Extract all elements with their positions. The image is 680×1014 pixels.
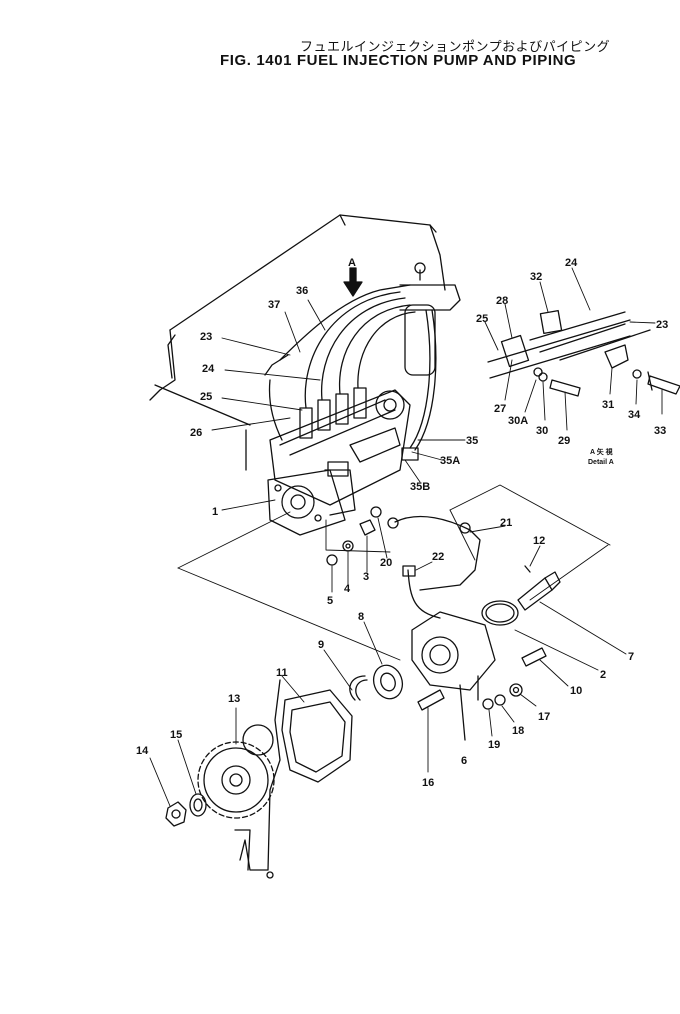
view-arrow-a	[343, 267, 363, 297]
callout-7: 7	[628, 651, 634, 663]
callout-2: 2	[600, 669, 606, 681]
pump-drive-housing	[267, 461, 356, 536]
detail-caption: Detail A	[588, 459, 614, 466]
callout-leaders-bearing	[323, 621, 383, 691]
callout-leaders-small	[331, 517, 388, 593]
callout-30a: 30A	[508, 415, 528, 427]
timer-housing	[411, 611, 496, 741]
callout-24: 24	[202, 363, 215, 375]
callout-32: 32	[530, 271, 542, 283]
injection-pump-body	[269, 387, 419, 506]
callout-24-detail: 24	[565, 257, 578, 269]
gasket-and-plate	[234, 679, 353, 879]
callout-12: 12	[533, 535, 545, 547]
callout-33: 33	[654, 425, 666, 437]
fuel-filter	[399, 262, 461, 451]
callout-27: 27	[494, 403, 506, 415]
callout-23-detail: 23	[656, 319, 668, 331]
callout-35b: 35B	[410, 481, 430, 493]
callout-25: 25	[200, 391, 212, 403]
drive-gear	[197, 741, 275, 819]
callout-14: 14	[136, 745, 149, 757]
callout-21: 21	[500, 517, 512, 529]
callout-20: 20	[380, 557, 392, 569]
callout-leaders-upper	[211, 299, 466, 511]
callout-8: 8	[358, 611, 364, 623]
callout-26: 26	[190, 427, 202, 439]
callout-13: 13	[228, 693, 240, 705]
assembly-frame-lines	[177, 484, 611, 661]
return-pipes	[394, 515, 481, 619]
figure-title: FIG. 1401 FUEL INJECTION PUMP AND PIPING	[220, 52, 577, 69]
callout-6: 6	[461, 755, 467, 767]
callout-leaders-detail	[484, 267, 663, 431]
figure-title-japanese: フュエルインジェクションポンプおよびパイピング	[300, 40, 611, 55]
callout-leaders-pipes	[415, 525, 506, 571]
detail-caption-jp: A 矢 視	[590, 447, 613, 456]
callout-35a: 35A	[440, 455, 460, 467]
detail-a-bracket-assembly	[487, 309, 680, 397]
callout-4: 4	[344, 583, 351, 595]
studs-nuts	[417, 647, 547, 711]
callout-30: 30	[536, 425, 548, 437]
callout-35: 35	[466, 435, 478, 447]
callout-5: 5	[327, 595, 333, 607]
callout-25-detail: 25	[476, 313, 488, 325]
callout-37: 37	[268, 299, 280, 311]
gear-nut-washer	[165, 793, 207, 827]
arrow-a-label: A	[348, 257, 356, 269]
injection-pipes	[264, 284, 416, 441]
callout-10: 10	[570, 685, 582, 697]
callout-labels: A 1 2 3 4 5 6 7 8 9 10 11 12 13 14 15 16…	[136, 257, 668, 789]
callout-19: 19	[488, 739, 500, 751]
callout-15: 15	[170, 729, 182, 741]
callout-18: 18	[512, 725, 524, 737]
callout-1: 1	[212, 506, 218, 518]
callout-leaders-gasket	[281, 675, 305, 703]
callout-36: 36	[296, 285, 308, 297]
engine-block-outline	[149, 214, 446, 471]
callout-leaders-lower	[427, 693, 537, 773]
callout-leaders-nut	[149, 739, 197, 807]
callout-23: 23	[200, 331, 212, 343]
callout-31: 31	[602, 399, 614, 411]
callout-29: 29	[558, 435, 570, 447]
callout-leaders-right	[514, 545, 627, 687]
nuts-and-washers	[326, 506, 399, 566]
callout-34: 34	[628, 409, 641, 421]
callout-28: 28	[496, 295, 508, 307]
callout-22: 22	[432, 551, 444, 563]
callout-11: 11	[276, 667, 288, 679]
callout-3: 3	[363, 571, 369, 583]
callout-17: 17	[538, 711, 550, 723]
callout-16: 16	[422, 777, 434, 789]
fitting-and-o-ring	[481, 565, 561, 626]
bearing-and-snap-ring	[349, 664, 404, 701]
callout-9: 9	[318, 639, 324, 651]
